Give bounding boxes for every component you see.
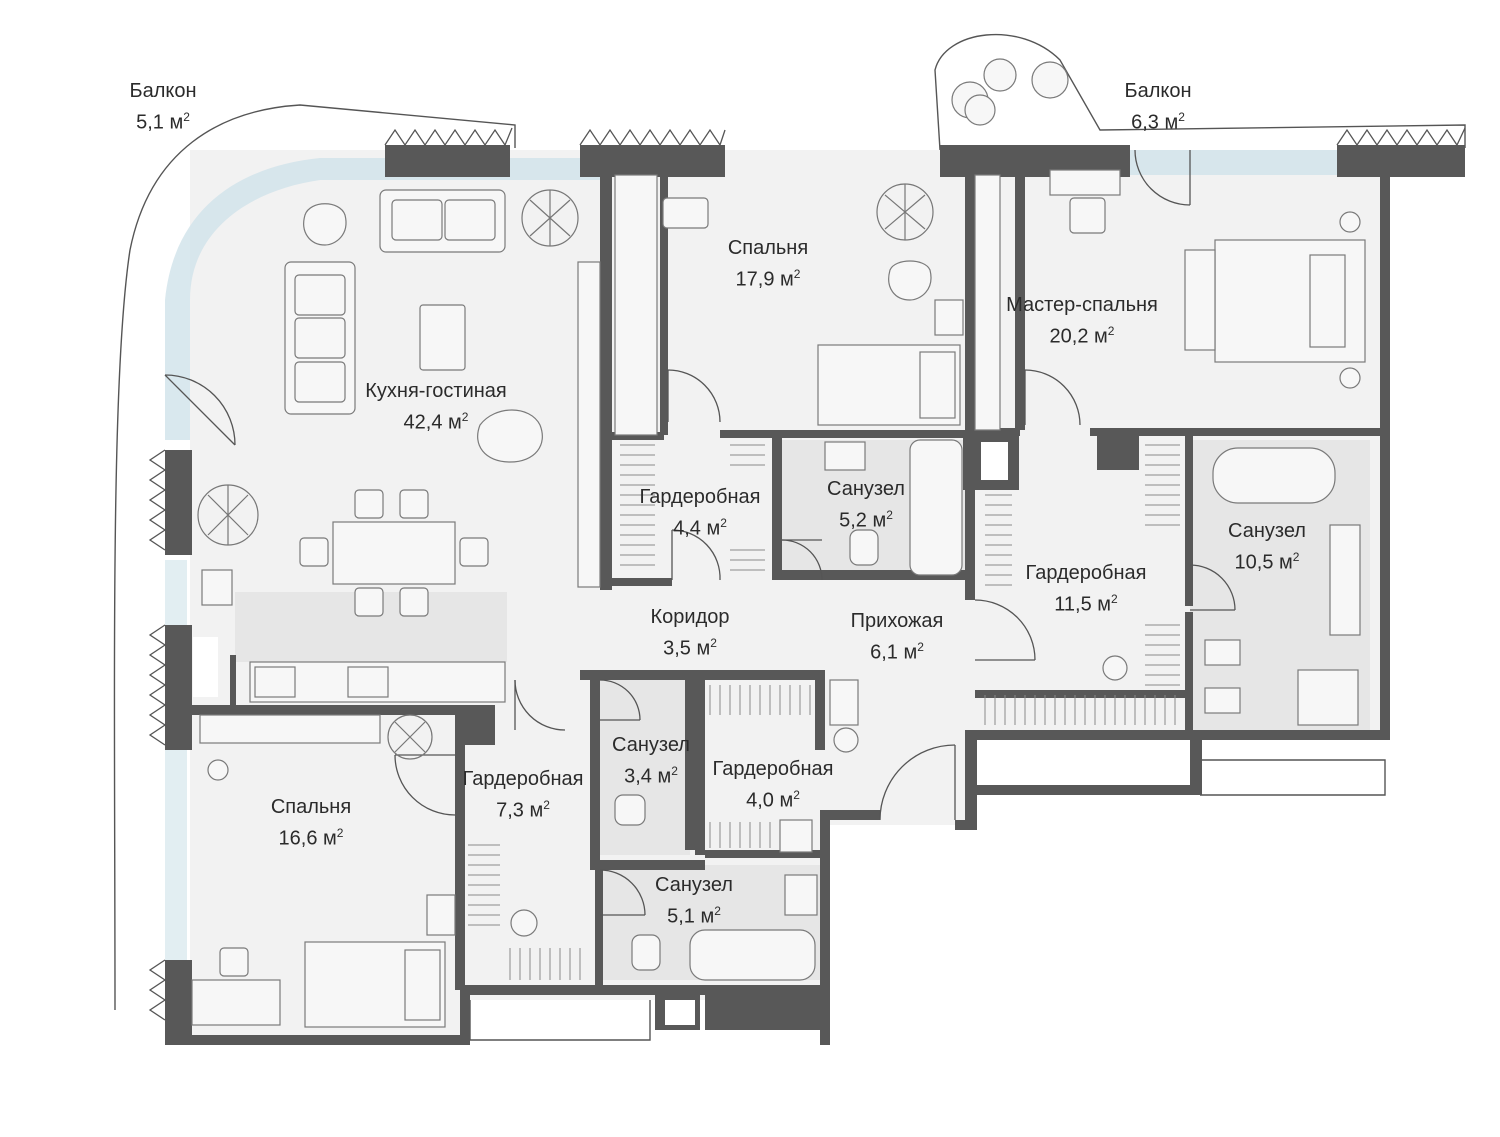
room-area: 6,1 м2 [870,640,924,664]
room-name: Гардеробная [1025,562,1147,584]
room-label-bathroom-2: Санузел 10,5 м2 [1228,518,1306,576]
room-area: 16,6 м2 [278,826,344,850]
glazing [165,150,1340,960]
room-label-master-bedroom: Мастер-спальня 20,2 м2 [1006,292,1158,350]
room-name: Коридор [650,606,730,628]
room-name: Санузел [1228,520,1306,542]
plants [197,183,934,760]
room-label-corridor: Коридор 3,5 м2 [651,604,730,662]
doors [164,149,1236,916]
room-area: 5,1 м2 [667,904,721,928]
room-label-balcony-left: Балкон 5,1 м2 [129,78,196,136]
room-area: 5,1 м2 [136,110,190,134]
room-name: Санузел [827,478,905,500]
room-area: 10,5 м2 [1234,550,1300,574]
room-area: 3,5 м2 [663,636,717,660]
room-label-bathroom-1: Санузел 5,2 м2 [827,476,905,534]
room-name: Гардеробная [639,486,761,508]
room-area: 7,3 м2 [496,798,550,822]
room-area: 5,2 м2 [839,508,893,532]
room-name: Спальня [270,796,352,818]
room-name: Кухня-гостиная [365,380,507,402]
floor-fill [190,150,1380,1040]
room-name: Балкон [129,80,197,102]
room-area: 20,2 м2 [1049,324,1115,348]
balcony-outlines [113,33,1466,1041]
room-label-kitchen-living: Кухня-гостиная 42,4 м2 [365,378,507,436]
room-label-wardrobe-2: Гардеробная 11,5 м2 [1026,560,1147,618]
room-name: Санузел [612,734,690,756]
room-label-wardrobe-4: Гардеробная 7,3 м2 [463,766,584,824]
room-name: Санузел [655,874,733,896]
room-area: 3,4 м2 [624,764,678,788]
room-label-bedroom-1: Спальня 17,9 м2 [728,235,808,293]
room-label-balcony-right: Балкон 6,3 м2 [1124,78,1191,136]
room-label-bedroom-2: Спальня 16,6 м2 [271,794,351,852]
room-label-bathroom-4: Санузел 5,1 м2 [655,872,733,930]
room-name: Мастер-спальня [1006,294,1158,316]
room-label-bathroom-3: Санузел 3,4 м2 [612,732,690,790]
facade-fins [148,127,1466,1021]
room-area: 4,4 м2 [673,516,727,540]
room-name: Спальня [727,237,809,259]
room-area: 11,5 м2 [1054,592,1118,616]
room-area: 17,9 м2 [735,267,801,291]
window-cutouts [193,442,1183,1025]
room-area: 42,4 м2 [403,410,469,434]
room-label-hallway: Прихожая 6,1 м2 [851,608,944,666]
room-area: 4,0 м2 [746,788,800,812]
furniture [191,58,1366,1028]
room-label-wardrobe-1: Гардеробная 4,4 м2 [640,484,761,542]
room-name: Балкон [1124,80,1192,102]
room-name: Гардеробная [462,768,584,790]
room-label-wardrobe-3: Гардеробная 4,0 м2 [713,756,834,814]
room-name: Прихожая [850,610,944,632]
walls [165,145,1465,1045]
room-name: Гардеробная [712,758,834,780]
wardrobe-hatching [468,444,1180,980]
room-area: 6,3 м2 [1131,110,1185,134]
